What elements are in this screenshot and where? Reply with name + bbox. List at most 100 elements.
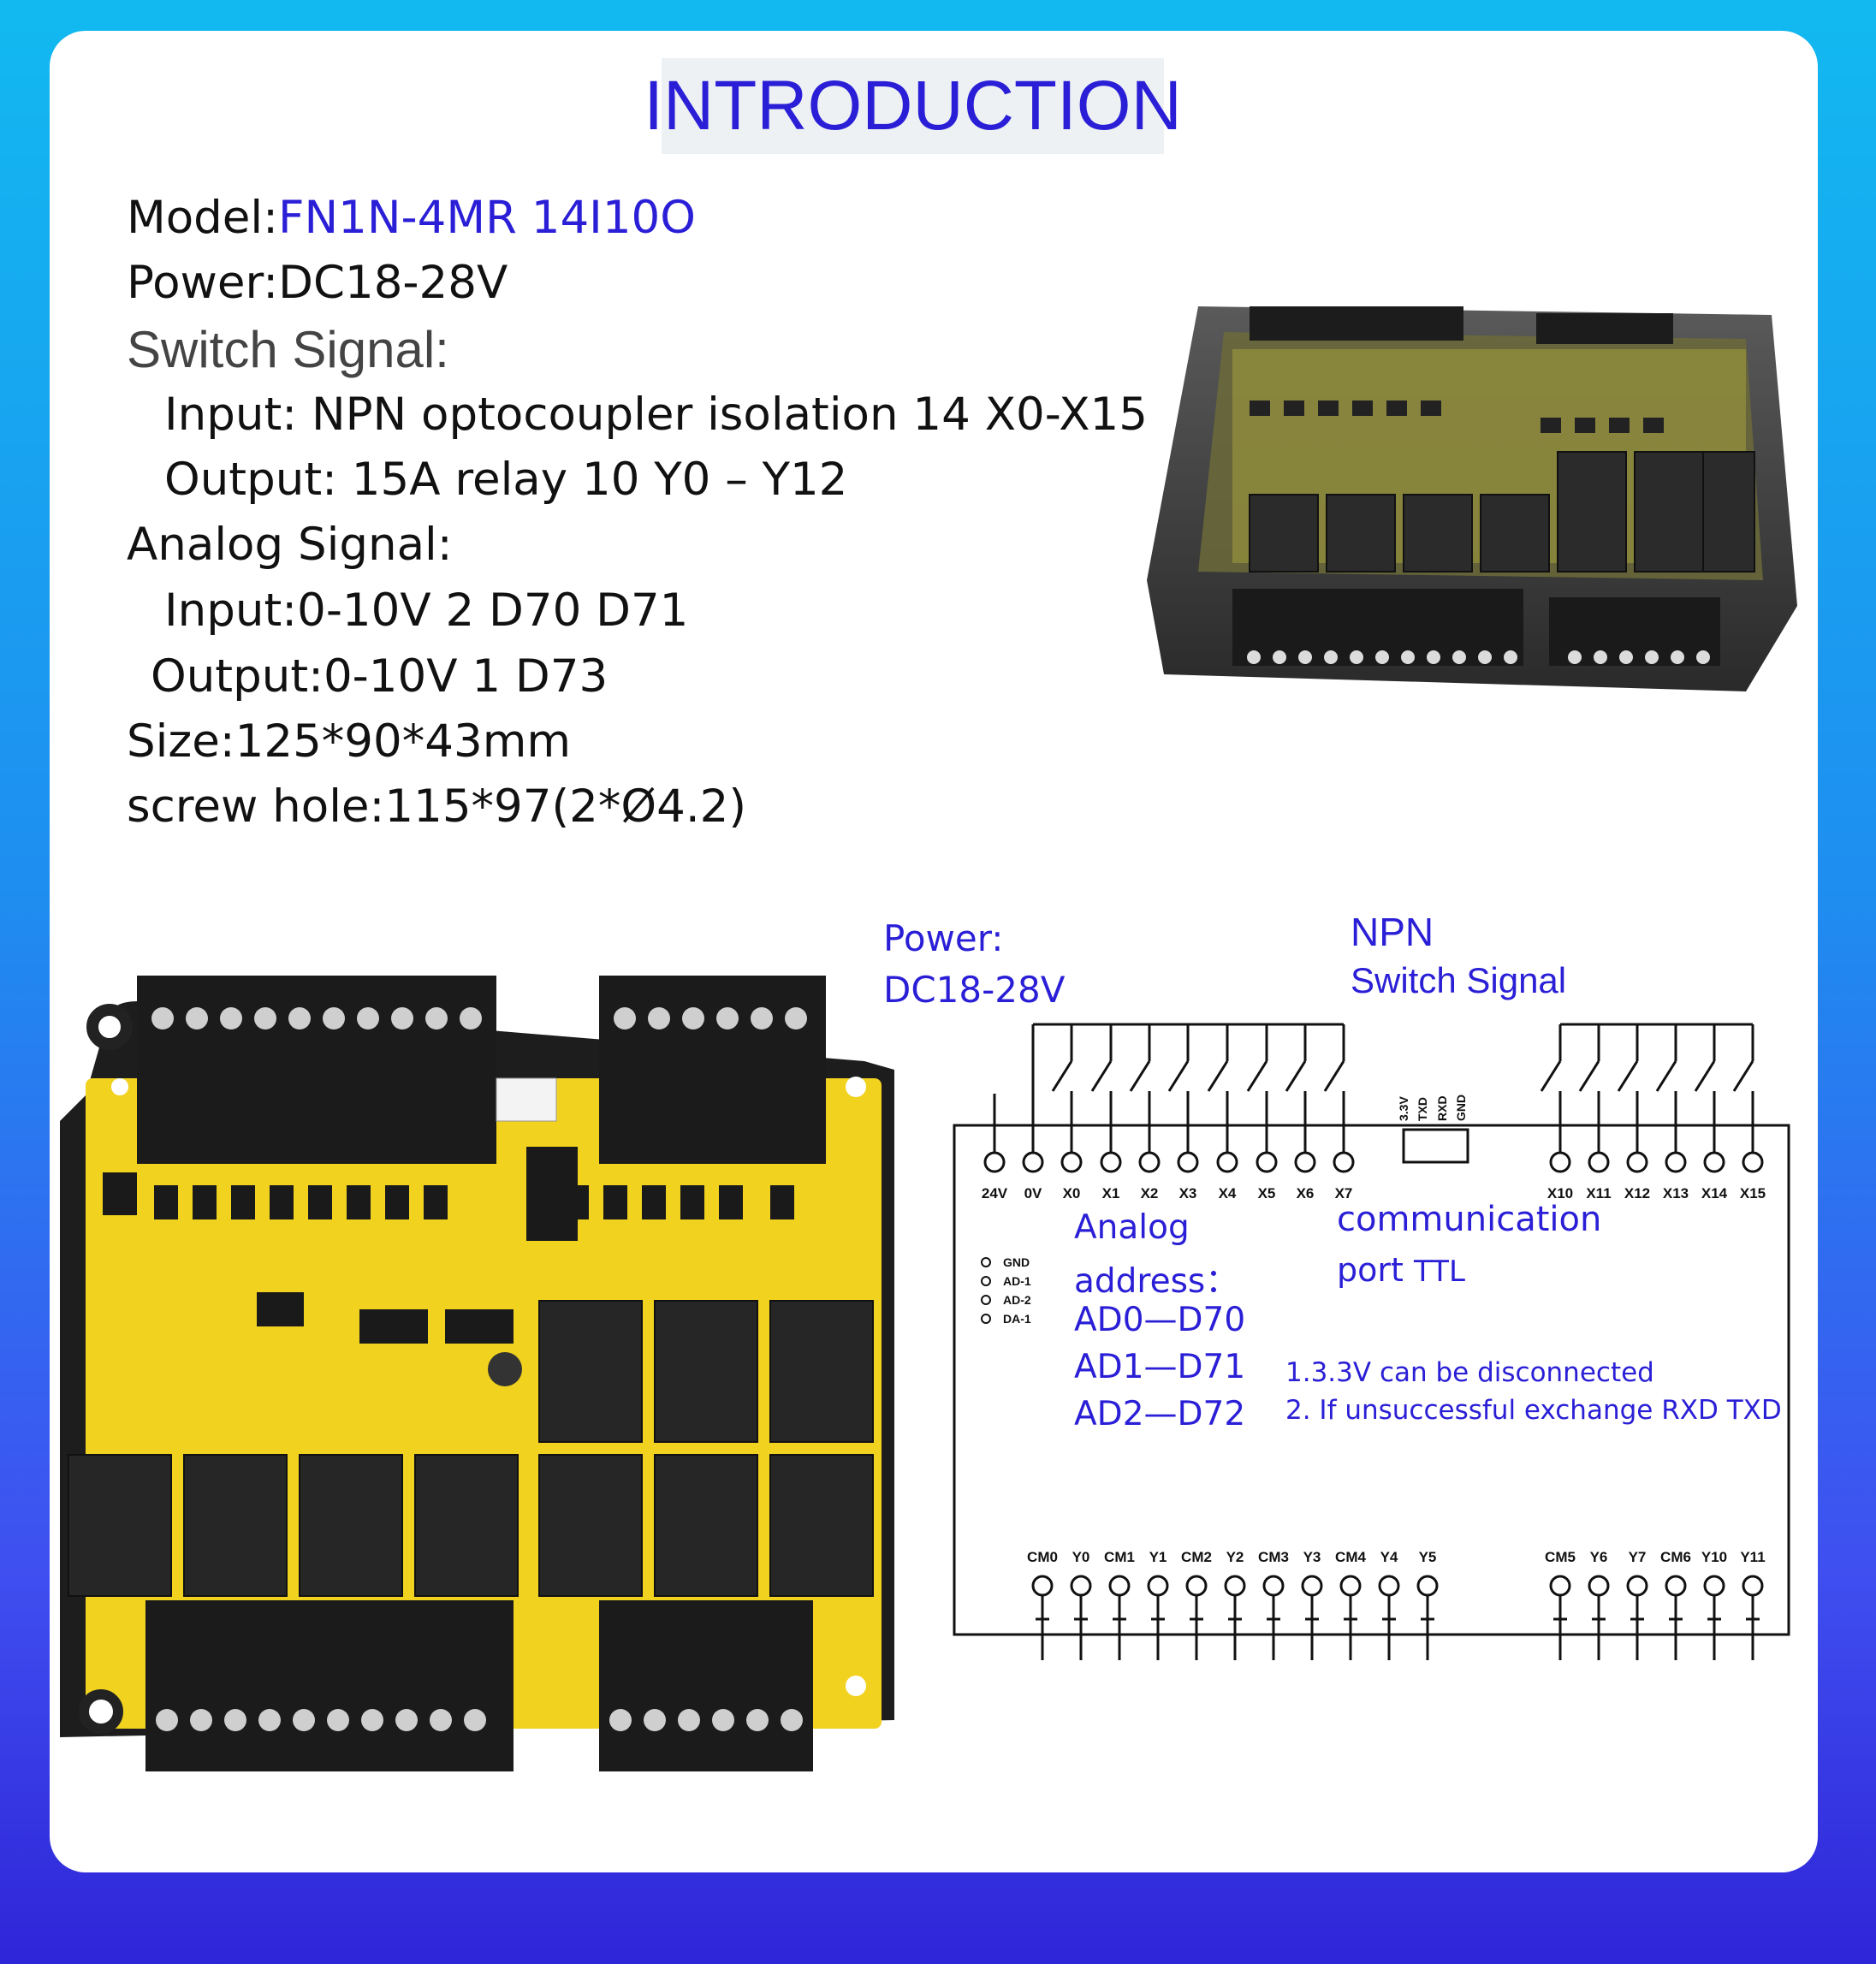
comm-pin-txd: TXD — [1416, 1097, 1429, 1121]
output-label-cm6: CM6 — [1660, 1549, 1691, 1565]
analog-pin-label-gnd: GND — [1003, 1255, 1030, 1269]
spec-screw-hole: screw hole:115*97(2*Ø4.2) — [127, 780, 747, 833]
output-terminal-cm3 — [1262, 1575, 1285, 1597]
switch-contact-x1 — [1090, 1060, 1113, 1092]
spec-model-label: Model: — [127, 192, 278, 244]
spec-model: Model:FN1N-4MR 14I10O — [127, 192, 696, 244]
npn-label-line1: NPN — [1351, 910, 1434, 954]
spec-power: Power:DC18-28V — [127, 257, 508, 309]
note-1: 1.3.3V can be disconnected — [1285, 1357, 1654, 1388]
output-label-cm0: CM0 — [1027, 1549, 1058, 1565]
switch-contact-x14 — [1694, 1060, 1716, 1092]
output-label-y11: Y11 — [1740, 1549, 1765, 1565]
terminal-x4 — [1216, 1151, 1238, 1173]
output-terminal-y10 — [1703, 1575, 1725, 1597]
spec-model-value: FN1N-4MR 14I10O — [278, 192, 696, 244]
terminal-label-x10: X10 — [1547, 1185, 1573, 1202]
terminal-label-x5: X5 — [1258, 1185, 1276, 1202]
terminal-label-x6: X6 — [1297, 1185, 1315, 1202]
terminal-x0 — [1060, 1151, 1083, 1173]
output-terminal-y11 — [1742, 1575, 1764, 1597]
analog-pin-ad-2 — [981, 1295, 991, 1305]
output-label-y10: Y10 — [1701, 1549, 1727, 1565]
output-terminal-y7 — [1626, 1575, 1648, 1597]
terminal-label-x2: X2 — [1141, 1185, 1159, 1202]
page-title: INTRODUCTION — [644, 67, 1182, 145]
output-terminal-y1 — [1147, 1575, 1169, 1597]
terminal-x3 — [1177, 1151, 1199, 1173]
output-terminal-cm1 — [1108, 1575, 1131, 1597]
switch-contact-x13 — [1655, 1060, 1677, 1092]
spec-switch-heading: Switch Signal: — [127, 321, 449, 378]
terminal-label-x0: X0 — [1063, 1185, 1081, 1202]
spec-analog-heading: Analog Signal: — [127, 519, 453, 571]
switch-contact-x0 — [1051, 1060, 1073, 1092]
analog-pin-label-da-1: DA-1 — [1003, 1312, 1031, 1326]
output-label-y4: Y4 — [1380, 1549, 1398, 1565]
analog-map-1: AD1—D71 — [1074, 1348, 1246, 1386]
output-label-y0: Y0 — [1072, 1549, 1090, 1565]
output-terminal-y5 — [1416, 1575, 1439, 1597]
comm-pin-gnd: GND — [1454, 1095, 1468, 1121]
title-banner: INTRODUCTION — [644, 58, 1182, 154]
output-terminal-cm0 — [1031, 1575, 1054, 1597]
terminal-x5 — [1256, 1151, 1278, 1173]
terminal-x1 — [1100, 1151, 1122, 1173]
analog-pin-label-ad-2: AD-2 — [1003, 1293, 1031, 1307]
pcb-board-photo — [60, 976, 894, 1771]
output-label-cm5: CM5 — [1545, 1549, 1576, 1565]
terminal-x6 — [1294, 1151, 1316, 1173]
comm-pin-33v: 3.3V — [1397, 1096, 1410, 1121]
output-terminal-y2 — [1224, 1575, 1246, 1597]
output-terminal-y4 — [1378, 1575, 1400, 1597]
analog-address-line2: address： — [1074, 1262, 1239, 1301]
terminal-x13 — [1665, 1151, 1687, 1173]
analog-pin-label-ad-1: AD-1 — [1003, 1274, 1031, 1288]
output-terminal-cm5 — [1549, 1575, 1571, 1597]
note-2: 2. If unsuccessful exchange RXD TXD — [1285, 1395, 1782, 1426]
output-label-y7: Y7 — [1629, 1549, 1647, 1565]
switch-contact-x6 — [1285, 1060, 1307, 1092]
terminal-label-x12: X12 — [1624, 1185, 1650, 1202]
comm-port-connector — [1402, 1128, 1469, 1164]
output-terminal-cm6 — [1665, 1575, 1687, 1597]
output-label-y6: Y6 — [1590, 1549, 1608, 1565]
output-label-cm1: CM1 — [1104, 1549, 1135, 1565]
switch-contact-x11 — [1578, 1060, 1600, 1092]
spec-size: Size:125*90*43mm — [127, 715, 571, 768]
enclosure-photo — [1147, 306, 1797, 691]
spec-switch-input: Input: NPN optocoupler isolation 14 X0-X… — [164, 389, 1148, 441]
terminal-x12 — [1626, 1151, 1648, 1173]
analog-pin-gnd — [981, 1257, 991, 1267]
terminal-label-0v: 0V — [1024, 1185, 1042, 1202]
comm-label-ttl: TTL — [1414, 1255, 1465, 1289]
terminal-label-x11: X11 — [1586, 1185, 1611, 1202]
switch-contact-x5 — [1246, 1060, 1268, 1092]
output-terminal-cm2 — [1185, 1575, 1208, 1597]
terminal-label-x1: X1 — [1102, 1185, 1120, 1202]
output-terminal-y3 — [1301, 1575, 1323, 1597]
power-label-line1: Power: — [883, 917, 1004, 959]
terminal-x2 — [1138, 1151, 1161, 1173]
analog-address-line1: Analog — [1074, 1208, 1190, 1247]
analog-pin-ad-1 — [981, 1276, 991, 1286]
switch-contact-x7 — [1323, 1060, 1345, 1092]
npn-label-line2: Switch Signal — [1351, 960, 1567, 1000]
diagram-box — [953, 1124, 1790, 1636]
output-label-y1: Y1 — [1149, 1549, 1167, 1565]
terminal-label-x4: X4 — [1219, 1185, 1237, 1202]
switch-contact-x10 — [1540, 1060, 1562, 1092]
terminal-label-x3: X3 — [1179, 1185, 1197, 1202]
power-label-line2: DC18-28V — [883, 969, 1066, 1011]
switch-contact-x3 — [1167, 1060, 1190, 1092]
terminal-x11 — [1588, 1151, 1610, 1173]
output-label-cm2: CM2 — [1181, 1549, 1212, 1565]
terminal-label-x13: X13 — [1663, 1185, 1689, 1202]
spec-switch-output: Output: 15A relay 10 Y0 – Y12 — [164, 454, 848, 506]
output-terminal-cm4 — [1339, 1575, 1362, 1597]
terminal-0v — [1022, 1151, 1044, 1173]
output-label-cm3: CM3 — [1258, 1549, 1289, 1565]
output-terminal-y6 — [1588, 1575, 1610, 1597]
output-label-y3: Y3 — [1303, 1549, 1321, 1565]
